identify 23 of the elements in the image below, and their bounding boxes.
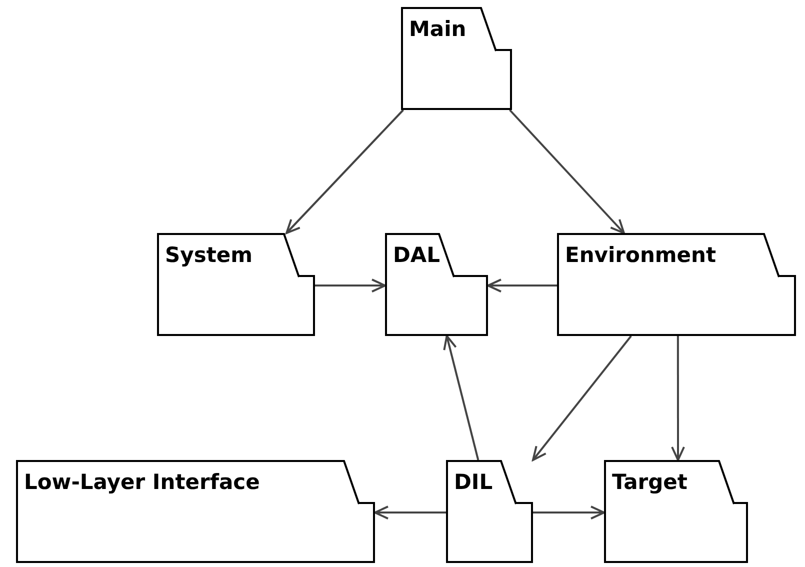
arrow bbox=[532, 335, 632, 461]
arrow bbox=[487, 278, 557, 293]
package bbox=[157, 233, 315, 336]
package bbox=[16, 460, 375, 563]
package-name: DAL bbox=[393, 243, 440, 267]
package-name: System bbox=[165, 243, 252, 267]
arrow bbox=[443, 335, 480, 460]
package-name: Low-Layer Interface bbox=[24, 470, 260, 494]
arrow bbox=[315, 278, 386, 293]
package-name: Target bbox=[612, 470, 688, 494]
arrow bbox=[374, 506, 446, 520]
arrow bbox=[286, 109, 404, 234]
package bbox=[401, 7, 512, 110]
package bbox=[604, 460, 748, 563]
arrow bbox=[671, 336, 685, 461]
package-name: Main bbox=[409, 17, 466, 41]
package bbox=[557, 233, 796, 336]
package bbox=[446, 460, 533, 563]
arrow bbox=[533, 506, 605, 520]
arrow bbox=[509, 109, 625, 234]
package-name: Environment bbox=[565, 243, 716, 267]
package-name: DIL bbox=[454, 470, 493, 494]
package bbox=[385, 233, 488, 336]
